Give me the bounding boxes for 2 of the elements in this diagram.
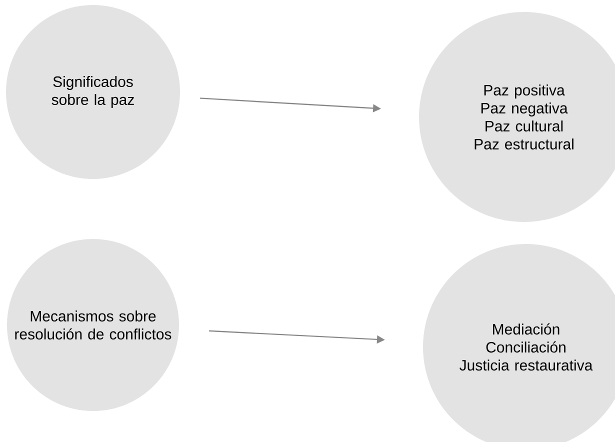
circle-node: Significados sobre la paz [6, 5, 180, 179]
circle-node: Mecanismos sobre resolución de conflictos [7, 239, 179, 412]
